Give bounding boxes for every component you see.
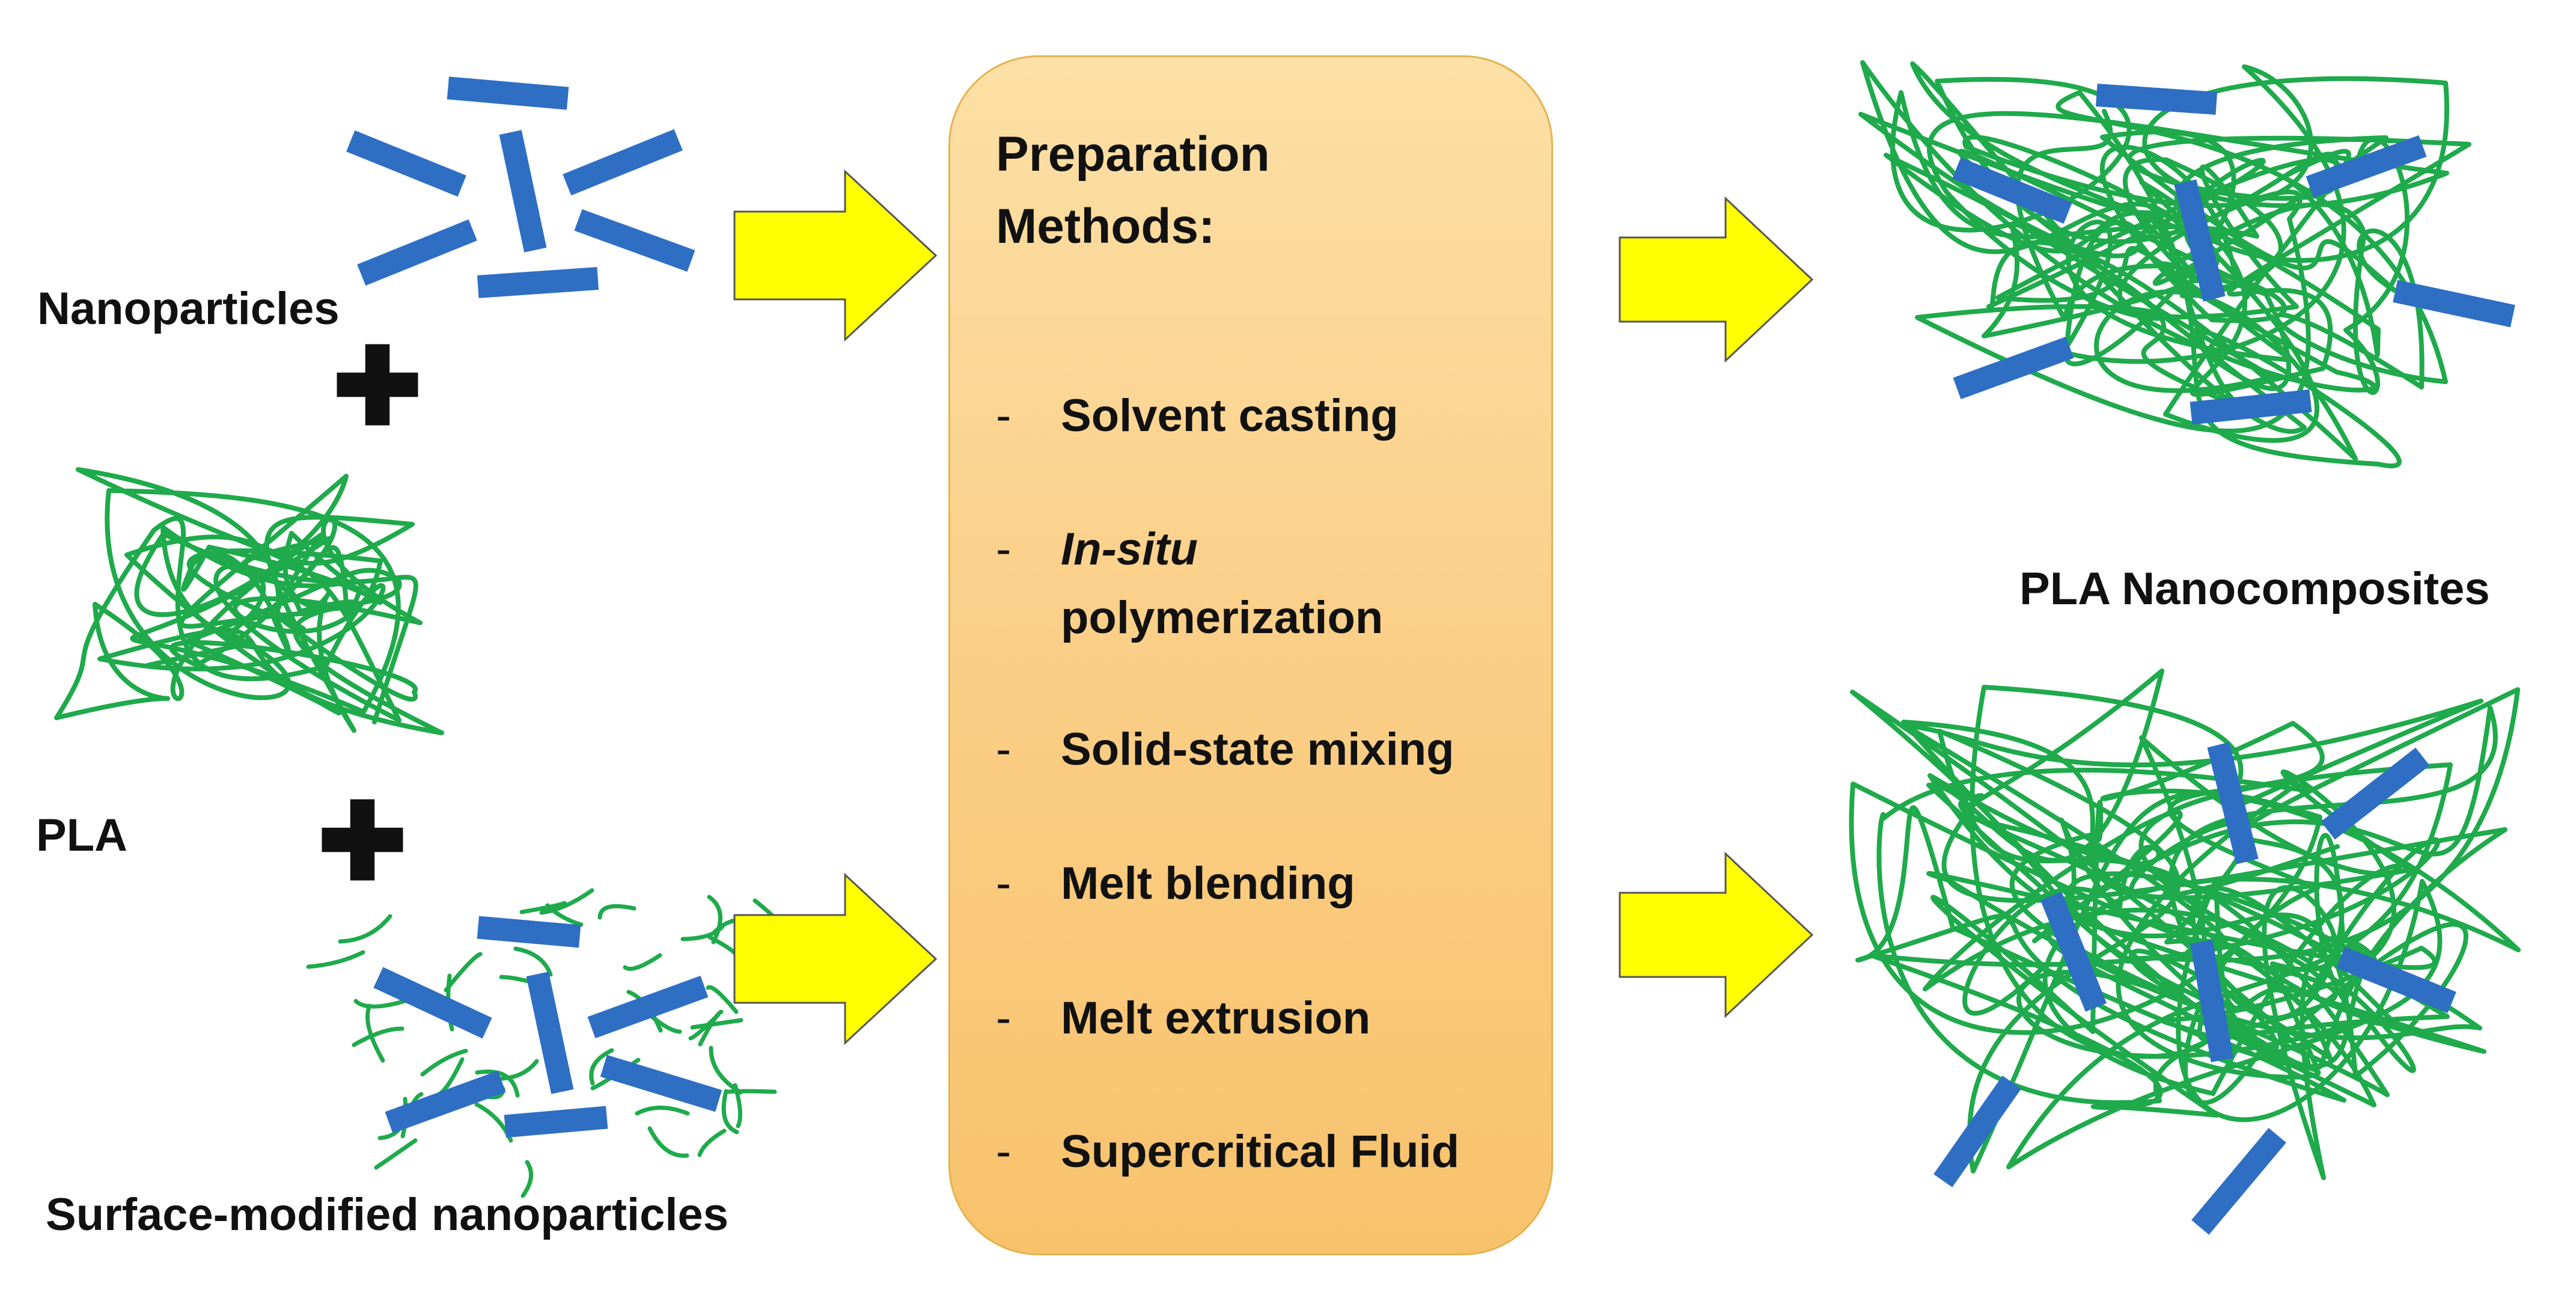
grafted-chain (647, 1126, 689, 1158)
list-dash: - (996, 524, 1012, 575)
surface-modified-rod (526, 972, 574, 1094)
plus-icon (322, 799, 403, 881)
grafted-chain (727, 1089, 777, 1094)
grafted-chain (688, 1012, 721, 1041)
method-label: Supercritical Fluid (1061, 1126, 1460, 1177)
grafted-chain (706, 985, 739, 1014)
nanoparticle-rod (447, 76, 569, 110)
plus-signs (322, 344, 418, 881)
surface-modified-rod (373, 967, 492, 1039)
label-pla: PLA (36, 810, 127, 861)
nanocomposite-rod (1953, 336, 2074, 400)
nanocomposite-rod (2207, 742, 2259, 865)
grafted-chain (513, 946, 553, 977)
method-melt-extrusion: -Melt extrusion (996, 984, 1370, 1053)
arrow-methods-to-nanocomposite-top (1619, 196, 1814, 363)
nanocomposite-rod (2040, 892, 2107, 1012)
list-dash: - (996, 390, 1012, 441)
nanocomposite-bottom-polymer (1849, 669, 2521, 1180)
grafted-chain (697, 1128, 727, 1157)
preparation-methods-box: Preparation Methods: -Solvent casting -I… (948, 55, 1553, 1255)
list-dash: - (996, 1126, 1012, 1177)
surface-modified-rod (600, 1055, 722, 1112)
method-label-rest: polymerization (1061, 592, 1384, 643)
nanocomposite-rod (2393, 280, 2515, 328)
nanoparticle-rods (346, 76, 2515, 1235)
list-dash: - (996, 993, 1012, 1044)
arrow-surface-modified-to-methods (733, 872, 938, 1045)
surface-modified-rod (504, 1106, 608, 1138)
grafted-chain (721, 1089, 739, 1134)
label-nanoparticles: Nanoparticles (37, 283, 340, 334)
grafted-chain (623, 953, 662, 971)
nanocomposite-rod (2336, 946, 2456, 1014)
surface-modified-rod (477, 916, 581, 948)
nanoparticle-rod (563, 129, 683, 196)
method-label: Melt blending (1061, 858, 1355, 909)
grafted-chain (520, 1160, 534, 1198)
grafted-chain (306, 950, 365, 969)
nanocomposite-rod (2190, 389, 2312, 425)
grafted-chain (444, 952, 483, 993)
grafted-chain (707, 895, 722, 944)
nanoparticle-rod (346, 130, 466, 197)
grafted-chain (635, 1106, 690, 1116)
label-surface-modified-nanoparticles: Surface-modified nanoparticles (46, 1189, 729, 1240)
nanocomposite-top-polymer (1858, 60, 2471, 468)
grafted-chain (420, 1048, 468, 1077)
method-solvent-casting: -Solvent casting (996, 382, 1399, 450)
nanocomposite-rod (2174, 179, 2226, 302)
surface-modified-rod (385, 1070, 506, 1134)
surface-modified-rod (587, 975, 709, 1039)
grafted-chain (475, 1070, 520, 1098)
grafted-chain (365, 1003, 385, 1063)
nanocomposite-rod (2095, 84, 2218, 115)
methods-title: Preparation Methods: (996, 127, 1270, 254)
method-label-italic: In-situ (1061, 524, 1198, 575)
nanoparticle-rod (357, 219, 477, 286)
nanocomposite-rod (2306, 135, 2427, 198)
grafted-chain (338, 914, 392, 944)
nanocomposite-rod (1952, 157, 2072, 224)
arrow-methods-to-nanocomposite-bottom (1619, 851, 1814, 1018)
method-supercritical-fluid: -Supercritical Fluid (996, 1118, 1459, 1186)
nanocomposite-rod (2190, 940, 2234, 1062)
list-dash: - (996, 724, 1012, 775)
grafted-chain (374, 1138, 418, 1170)
arrow-nanoparticles-to-methods (733, 169, 938, 342)
method-label: Melt extrusion (1061, 993, 1371, 1044)
nanocomposite-rod (2321, 747, 2430, 840)
method-label: Solvent casting (1061, 390, 1399, 441)
grafted-chain (539, 888, 594, 915)
nanoparticle-rod (574, 209, 695, 272)
method-melt-blending: -Melt blending (996, 849, 1355, 918)
pla-polymer-tangle (54, 467, 444, 735)
grafted-chain (690, 1018, 743, 1030)
nanoparticle-rod (477, 267, 599, 298)
label-pla-nanocomposites: PLA Nanocomposites (2019, 563, 2490, 614)
method-solid-state-mixing: -Solid-state mixing (996, 715, 1454, 784)
grafted-chain (352, 1026, 404, 1047)
flow-arrows (733, 169, 1814, 1045)
nanocomposite-rod (2191, 1128, 2286, 1235)
method-in-situ-polymerization: -In-situ polymerization (996, 515, 1383, 652)
nanocomposite-rod (1934, 1076, 2021, 1187)
nanoparticle-rod (499, 130, 547, 253)
grafted-chain (597, 904, 636, 920)
method-label: Solid-state mixing (1061, 724, 1454, 775)
list-dash: - (996, 858, 1012, 909)
grafted-chain (519, 901, 567, 914)
plus-icon (337, 344, 418, 426)
grafted-chain (589, 1048, 614, 1086)
grafted-chain (353, 998, 409, 1009)
